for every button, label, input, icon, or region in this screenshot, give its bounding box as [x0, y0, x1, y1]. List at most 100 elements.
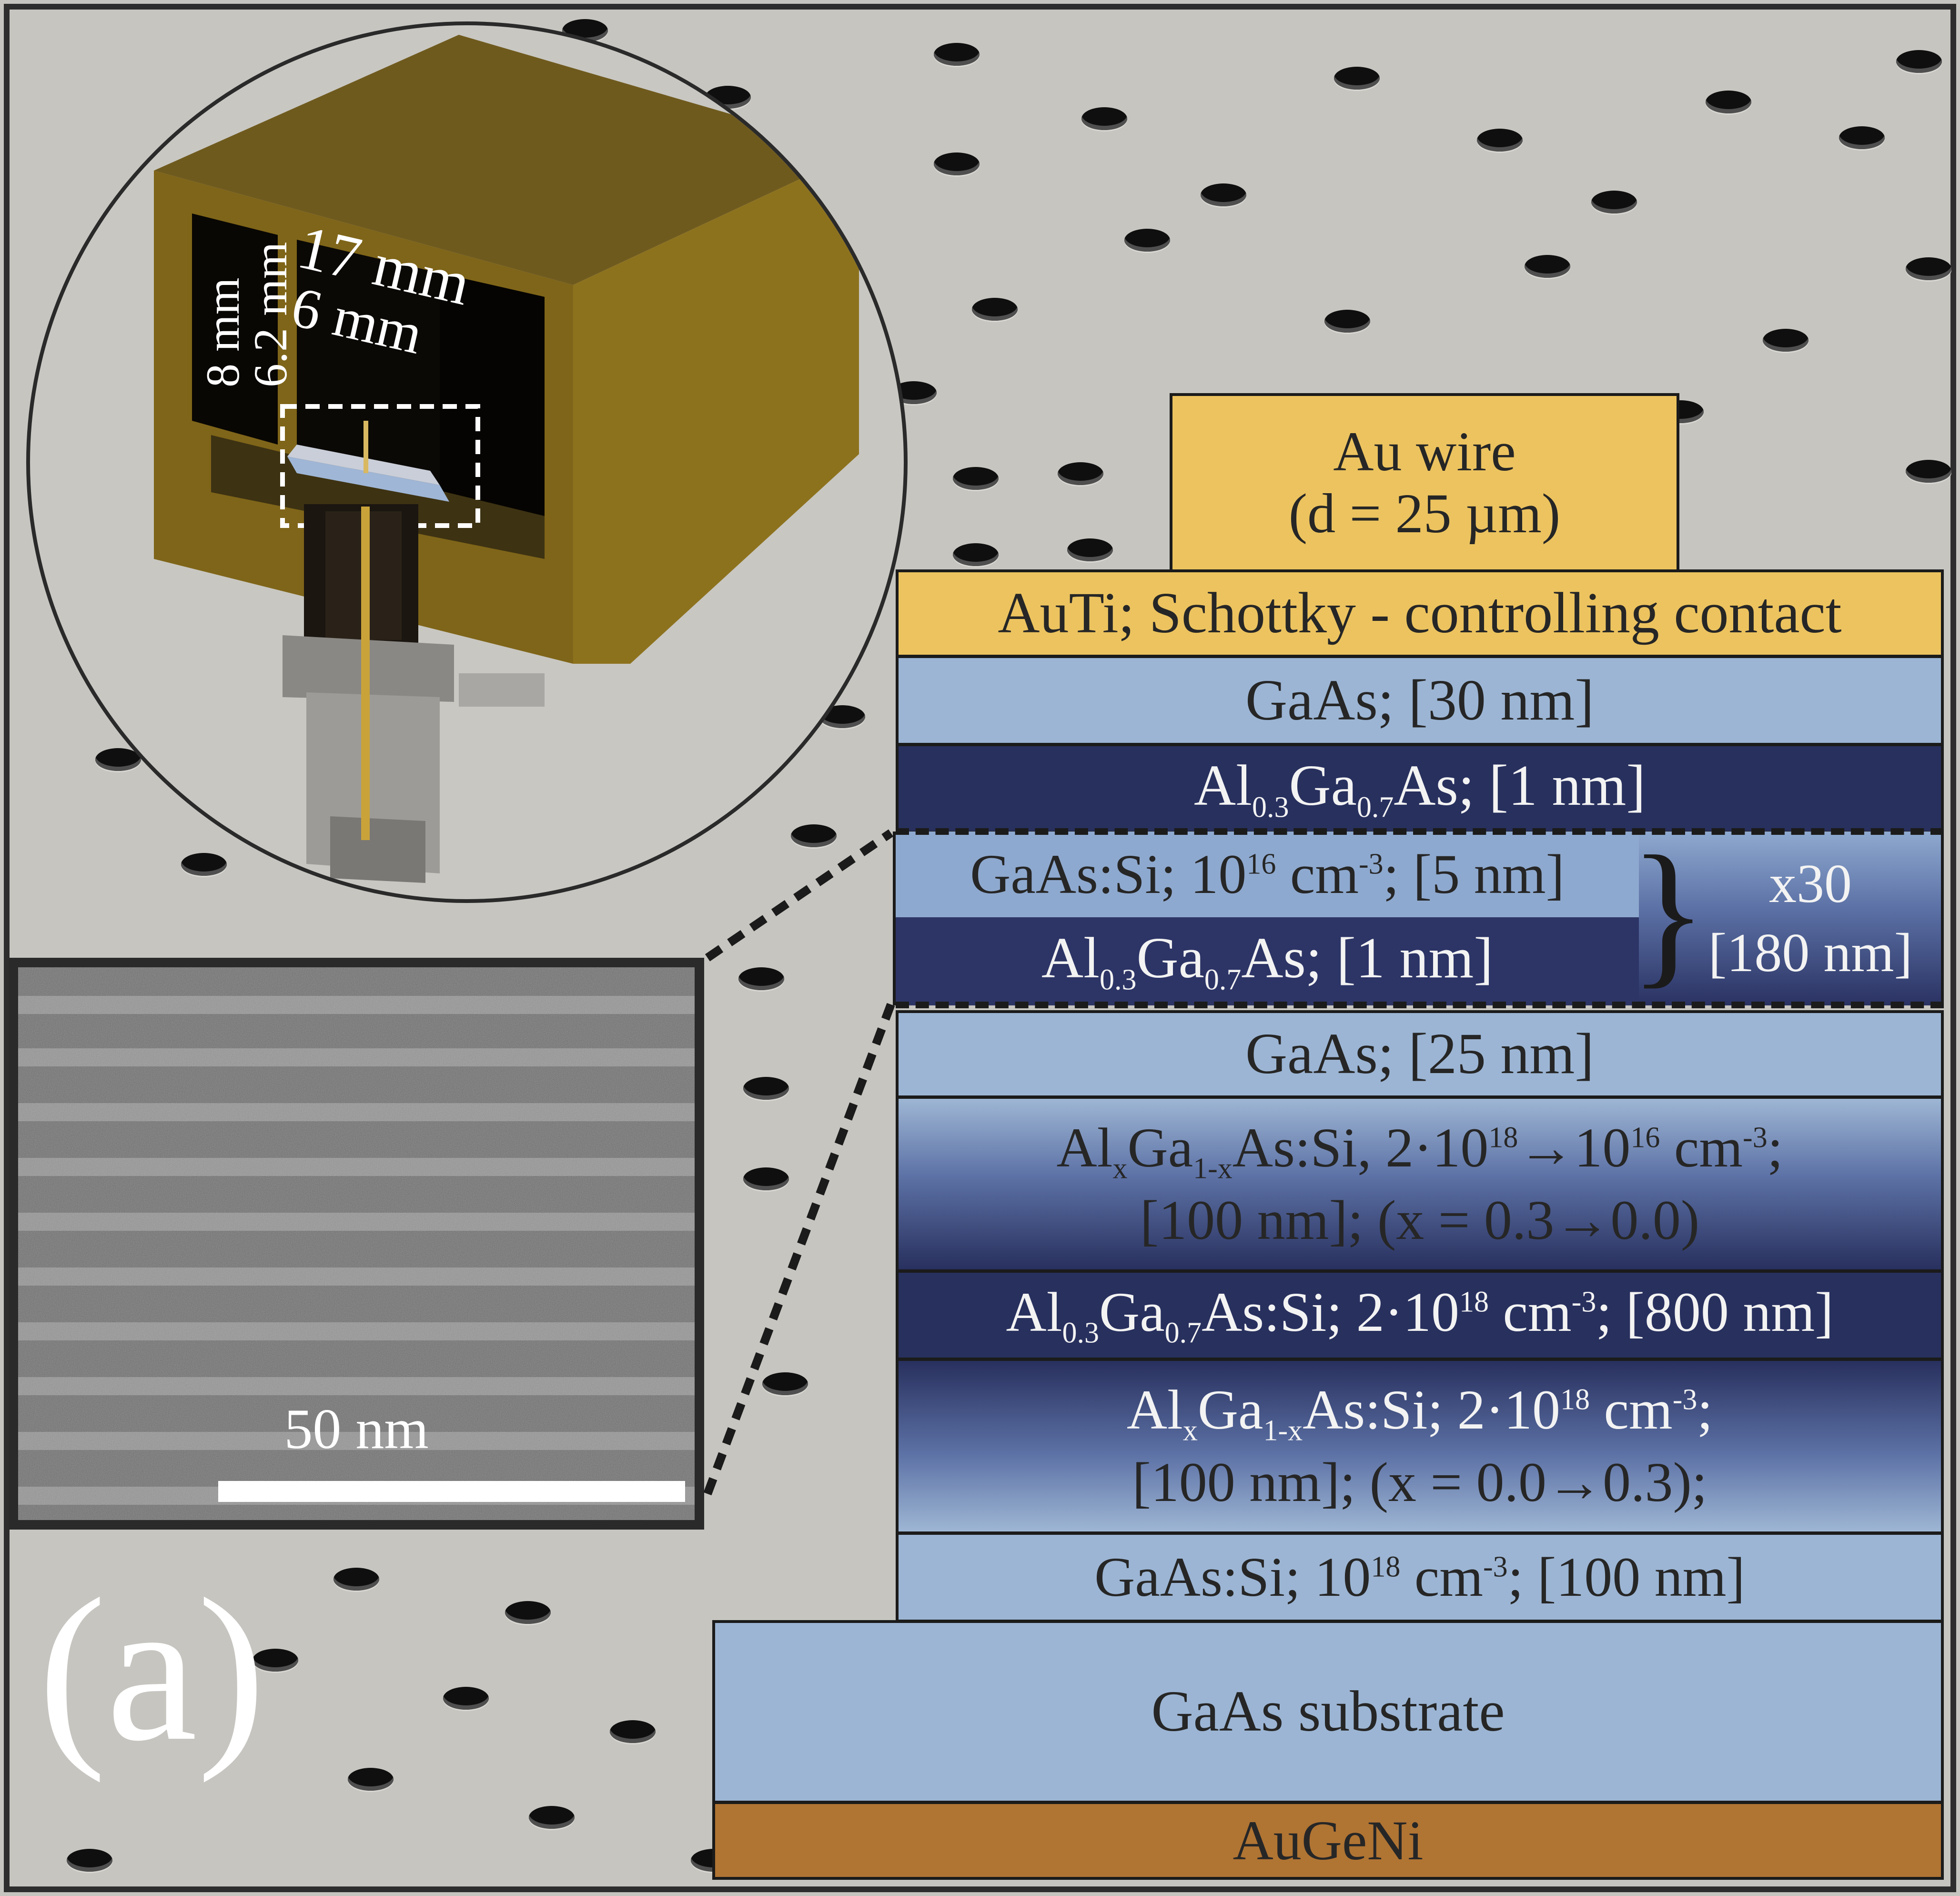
formula-part: ; [5 nm]	[1383, 843, 1565, 906]
graded-2-line2: [100 nm]; (x = 0.0→0.3);	[1132, 1451, 1707, 1514]
formula-sub: 0.3	[1062, 1317, 1099, 1349]
table-hole	[1324, 310, 1370, 333]
superlattice-left-border	[893, 831, 896, 1005]
layer-algaas-1nm-sl: Al0.3Ga0.7As; [1 nm]	[896, 917, 1639, 1005]
tem-image: 50 nm	[9, 958, 704, 1530]
repeat-thickness: [180 nm]	[1708, 922, 1913, 983]
table-hole	[529, 1806, 575, 1829]
auti-text: AuTi; Schottky - controlling contact	[998, 581, 1842, 646]
holder-drawing	[154, 35, 859, 883]
scale-bar	[218, 1481, 685, 1502]
gaas-substrate-text: GaAs substrate	[1151, 1679, 1505, 1744]
formula-sup: 18	[1488, 1121, 1518, 1154]
formula-part: cm	[1400, 1546, 1484, 1609]
formula-part: Al	[1006, 1280, 1062, 1343]
table-hole	[1067, 538, 1113, 561]
layer-gaas-si-100nm: GaAs:Si; 1018 cm-3; [100 nm]	[896, 1532, 1944, 1622]
formula-sub: 0.3	[1252, 791, 1289, 824]
formula-part: As:Si; 2·10	[1303, 1379, 1561, 1441]
formula-part: ;	[1767, 1116, 1783, 1179]
table-hole	[791, 824, 837, 847]
table-hole	[1334, 67, 1380, 90]
table-hole	[1124, 229, 1170, 252]
gaas-25nm-text: GaAs; [25 nm]	[1245, 1022, 1594, 1086]
formula-sup: 18	[1371, 1551, 1401, 1583]
formula-part: Ga	[1127, 1116, 1193, 1179]
formula-sub: 0.7	[1356, 791, 1394, 824]
formula-sub: 1-x	[1263, 1414, 1303, 1447]
formula-sup: 16	[1246, 848, 1276, 881]
table-hole	[1201, 183, 1246, 206]
formula-sub: x	[1112, 1152, 1128, 1185]
table-hole	[934, 152, 980, 175]
formula-part: As; [1 nm]	[1394, 753, 1646, 818]
gaas-si-5nm-text: GaAs:Si; 1016 cm-3; [5 nm]	[970, 843, 1565, 905]
table-hole	[1591, 191, 1637, 213]
algaas-1nm-top-text: Al0.3Ga0.7As; [1 nm]	[1194, 753, 1646, 824]
formula-part: ; [100 nm]	[1507, 1546, 1745, 1609]
table-hole	[1906, 257, 1951, 280]
graded-1-line1: AlxGa1-xAs:Si, 2·1018→1016 cm-3;	[1056, 1114, 1783, 1186]
table-hole	[738, 967, 784, 990]
table-hole	[1525, 255, 1570, 278]
formula-sup: 18	[1560, 1383, 1590, 1416]
formula-part: Ga	[1289, 753, 1357, 818]
formula-sub: 0.7	[1204, 963, 1242, 996]
formula-part: Al	[1194, 753, 1253, 818]
layer-gaas-30nm: GaAs; [30 nm]	[896, 655, 1944, 746]
layer-augeni: AuGeNi	[712, 1801, 1944, 1880]
sample-holder-render: 17 mm 6 mm 8 mm 6.2 mm	[26, 21, 908, 903]
table-hole	[333, 1568, 379, 1591]
formula-part: cm	[1590, 1379, 1673, 1441]
layer-algaas-1nm-top: Al0.3Ga0.7As; [1 nm]	[896, 743, 1944, 834]
table-hole	[743, 1167, 789, 1190]
formula-part: ;	[1697, 1379, 1713, 1441]
panel-label: (a)	[38, 1557, 266, 1784]
formula-sup: -3	[1483, 1551, 1508, 1583]
algaas-800nm-text: Al0.3Ga0.7As:Si; 2·1018 cm-3; [800 nm]	[1006, 1281, 1833, 1349]
formula-part: Al	[1126, 1379, 1183, 1441]
table-hole	[1706, 91, 1751, 113]
table-hole	[1477, 129, 1523, 152]
repeat-brace: }	[1629, 822, 1707, 1002]
au-wire-line1: Au wire	[1333, 420, 1516, 483]
superlattice-repeat-label: x30 [180 nm]	[1677, 831, 1944, 1005]
table-hole	[610, 1720, 656, 1743]
layer-gaas-substrate: GaAs substrate	[712, 1620, 1944, 1804]
gaas-si-100nm-text: GaAs:Si; 1018 cm-3; [100 nm]	[1094, 1546, 1745, 1608]
formula-sup: -3	[1571, 1286, 1596, 1318]
table-hole	[253, 1649, 298, 1672]
table-hole	[443, 1687, 489, 1710]
table-hole	[95, 748, 141, 771]
formula-sub: 0.7	[1164, 1317, 1202, 1349]
formula-sup: -3	[1672, 1383, 1697, 1416]
formula-part: Al	[1041, 926, 1100, 991]
formula-sub: x	[1182, 1414, 1198, 1447]
superlattice-right-border	[1941, 831, 1944, 1005]
layer-gaas-si-5nm: GaAs:Si; 1016 cm-3; [5 nm]	[896, 831, 1639, 917]
formula-sup: 18	[1459, 1286, 1489, 1318]
table-hole	[1839, 126, 1885, 149]
formula-part: →10	[1518, 1116, 1631, 1179]
au-wire-line2: (d = 25 µm)	[1288, 482, 1561, 545]
table-hole	[972, 298, 1018, 321]
gaas-30nm-text: GaAs; [30 nm]	[1245, 668, 1594, 732]
layer-graded-2: AlxGa1-xAs:Si; 2·1018 cm-3; [100 nm]; (x…	[896, 1358, 1944, 1534]
table-hole	[953, 467, 999, 490]
algaas-1nm-sl-text: Al0.3Ga0.7As; [1 nm]	[1041, 926, 1493, 996]
formula-part: As; [1 nm]	[1241, 926, 1493, 991]
layer-au-wire: Au wire (d = 25 µm)	[1170, 393, 1679, 572]
formula-part: Ga	[1197, 1379, 1263, 1441]
formula-sub: 0.3	[1100, 963, 1137, 996]
layer-auti: AuTi; Schottky - controlling contact	[896, 569, 1944, 658]
formula-part: Ga	[1099, 1280, 1165, 1343]
tem-micrograph	[18, 967, 695, 1520]
table-hole	[762, 1372, 808, 1395]
table-hole	[1896, 50, 1942, 73]
superlattice-top-dashes	[896, 828, 1944, 835]
table-hole	[1058, 462, 1103, 485]
table-hole	[348, 1768, 394, 1791]
table-hole	[181, 853, 227, 876]
table-hole	[67, 1849, 112, 1872]
